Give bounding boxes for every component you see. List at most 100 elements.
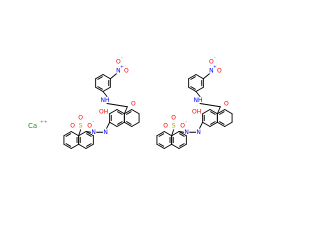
unit2-nitrophenyl-ring-bond [188,74,197,80]
unit1-nitro-o: O [124,67,129,74]
unit1-naphthol-ring-b-bond [123,121,133,127]
unit2-naphthol-ring-a-double-bond [210,111,216,115]
unit2-naphthalene-ring-d-bond [178,143,187,149]
unit2-nitro-o-minus: O [209,58,214,65]
unit2-naphthol-ring-b-bond [216,109,226,115]
unit2-naphthol-ring-a-bond [209,121,218,127]
unit1-sulfonyl-o-side: O [70,122,75,129]
unit2-nh-bond [195,91,201,97]
unit2-hydroxyl: OH [192,108,201,115]
unit2-carbonyl-bond [216,106,221,115]
unit1-azo-bond-1 [106,121,111,129]
unit1-carbonyl-bond [123,106,128,115]
unit1-nitro-bond [109,73,117,80]
unit2-naphthol-ring-b-double-bond [219,111,225,115]
unit1-naphthalene-ring-e-double-bond [65,133,72,137]
calcium-ion: Ca [28,122,37,130]
unit1-naphthol-ring-b-bond [131,109,140,115]
unit1-naphthalene-ring-d-bond [78,131,87,137]
unit1-naphthol-ring-a-bond [116,109,125,115]
unit1-naphthalene-ring-e-bond [63,143,72,149]
unit1-nitro-plus: + [120,64,124,70]
unit1-nitrophenyl-ring-bond [102,74,111,80]
unit1-naphthol-ring-b-bond [131,121,140,127]
unit2-sulfonyl-o-top: O [171,114,176,121]
unit2-naphthol-ring-b-double-bond [219,121,225,125]
unit2-naphthol-ring-a-bond [209,109,218,115]
unit1-naphthalene-ring-d-bond [78,143,87,149]
unit2-naphthol-ring-b-bond [224,109,233,115]
unit2-naphthalene-ring-e-bond [156,131,165,137]
unit1-sulfonyl-o-top: O [78,114,83,121]
unit1-naphthalene-ring-d-bond [85,143,94,149]
unit2-azo-n1: N [196,129,201,136]
calcium-charge: ++ [40,119,48,125]
unit2-naphthol-ring-a-double-bond [210,121,216,125]
unit1-nh-bond [102,91,108,97]
unit1-carbonyl-o: O [131,100,136,107]
unit2-nitro-minus: - [214,56,216,61]
unit2-naphthalene-ring-d-bond [171,131,180,137]
unit1-azo-bond-3 [85,131,92,133]
unit2-nitro-o: O [217,67,222,74]
unit2-nitro-bond [202,73,210,80]
unit2-naphthalene-ring-d-bond [171,143,180,149]
unit1-naphthol-ring-b-double-bond [126,111,132,115]
unit1-nitro-o-minus: O [116,58,121,65]
unit2-sulfur: S [172,122,176,129]
unit1-naphthalene-ring-e-double-bond [65,143,72,147]
unit2-nitrophenyl-ring-bond [195,86,204,92]
unit1-nitrophenyl-ring-double-bond [97,86,103,90]
unit1-naphthol-ring-a-bond [109,121,118,127]
unit2-nitrophenyl-ring-double-bond [190,76,196,80]
unit2-nitro-plus: + [213,64,217,70]
unit1-nitrophenyl-ring-bond [95,74,104,80]
unit2-amide-bond [199,103,221,108]
unit2-azo-bond-1 [199,121,204,129]
unit1-naphthalene-ring-e-bond [70,143,80,149]
unit2-naphthalene-ring-d-bond [178,131,187,137]
unit1-nitro-n: N [116,67,121,74]
unit2-naphthalene-ring-e-bond [163,143,173,149]
unit1-naphthalene-ring-d-double-bond [86,133,92,137]
unit1-nitrophenyl-ring-bond [102,86,111,92]
unit2-naphthol-ring-a-bond [202,109,211,115]
unit1-sulfur: S [79,122,83,129]
unit1-azo-n2: N [91,129,96,136]
unit2-naphthalene-ring-e-bond [156,143,165,149]
unit2-azo-n2: N [184,129,189,136]
unit1-azo-n1: N [103,129,108,136]
unit2-sulfonate-minus: - [185,120,187,125]
unit1-amide-bond [106,103,128,108]
unit1-naphthol-ring-a-double-bond [117,111,123,115]
unit1-nitrophenyl-ring-double-bond [97,76,103,80]
unit2-naphthalene-ring-e-bond [163,131,173,137]
unit1-naphthol-ring-b-bond [123,109,133,115]
unit1-naphthalene-ring-e-bond [63,131,72,137]
unit2-naphthalene-ring-d-double-bond [179,143,185,147]
unit2-sulfonate-o-minus: O [180,122,185,129]
unit1-naphthol-ring-a-double-bond [117,121,123,125]
unit1-naphthalene-ring-d-bond [85,131,94,137]
unit1-naphthol-ring-a-bond [109,109,118,115]
unit1-hydroxyl: OH [99,108,108,115]
unit1-sulfonate-minus: - [92,120,94,125]
unit1-amide-nh: NH [101,97,110,104]
unit2-naphthalene-ring-e-double-bond [158,143,165,147]
unit2-nitrophenyl-ring-double-bond [190,86,196,90]
unit2-nitro-n: N [209,67,214,74]
unit1-nitrophenyl-ring-bond [95,86,104,92]
unit1-nitro-minus: - [121,56,123,61]
unit1-naphthol-ring-a-bond [116,121,125,127]
unit2-sulfonyl-o-side: O [163,122,168,129]
unit1-naphthol-ring-b-double-bond [126,121,132,125]
unit2-naphthol-ring-a-bond [202,121,211,127]
unit2-carbonyl-o: O [224,100,229,107]
unit2-naphthalene-ring-d-double-bond [179,133,185,137]
unit2-naphthalene-ring-e-double-bond [158,133,165,137]
unit2-nitrophenyl-ring-bond [188,86,197,92]
unit2-nitrophenyl-ring-bond [195,74,204,80]
unit2-sulfonate-bond [171,129,175,137]
